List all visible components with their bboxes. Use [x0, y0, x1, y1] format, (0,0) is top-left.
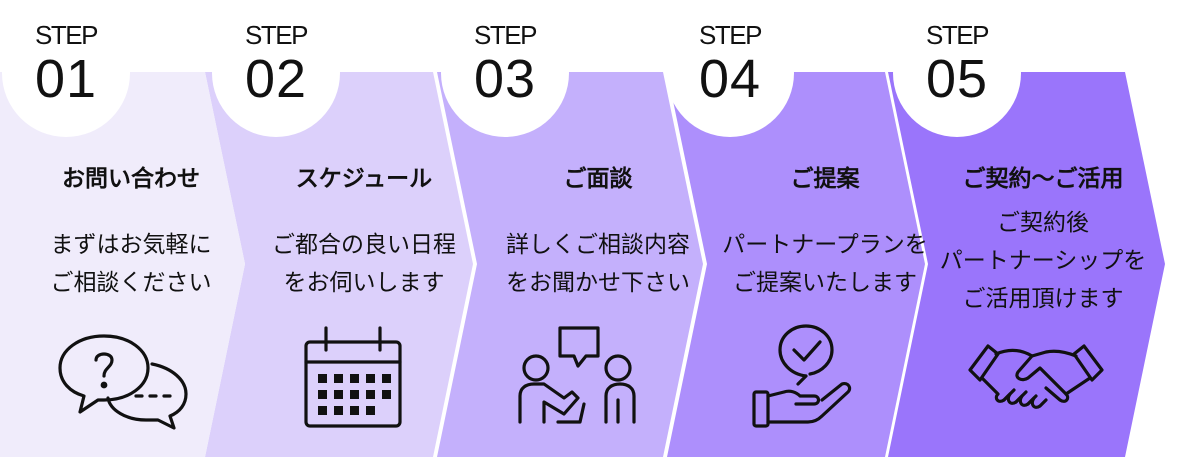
- step-description-line: ご活用頂けます: [962, 286, 1124, 312]
- step-badge-03: [441, 9, 569, 137]
- step-label: STEP: [245, 20, 308, 50]
- step-title: スケジュール: [295, 166, 433, 192]
- speech-bubbles-icon: [54, 330, 194, 434]
- step-description-line: ご都合の良い日程: [272, 232, 456, 258]
- step-title: ご面談: [563, 166, 633, 192]
- step-chevron-03: [437, 72, 703, 457]
- step-chevron-04: [667, 72, 925, 457]
- step-label: STEP: [926, 20, 989, 50]
- step-badge-02: [212, 9, 340, 137]
- step-badge-01: [2, 9, 130, 137]
- handshake-icon: [966, 332, 1106, 436]
- step-description-line: ご相談ください: [50, 270, 212, 296]
- step-number: 05: [925, 49, 989, 109]
- step-description-line: まずはお気軽に: [50, 232, 212, 258]
- step-description-line: ご提案いたします: [733, 270, 917, 296]
- meeting-icon: [514, 322, 644, 436]
- step-chevron-02: [205, 72, 473, 457]
- step-label: STEP: [35, 20, 98, 50]
- hand-check-icon: [748, 322, 858, 436]
- step-description-line: パートナーシップを: [939, 248, 1147, 274]
- step-number: 04: [698, 49, 762, 109]
- step-badge-04: [666, 9, 794, 137]
- step-description-line: をお聞かせ下さい: [506, 270, 690, 296]
- step-title: ご契約～ご活用: [962, 166, 1124, 192]
- step-title: ご提案: [790, 166, 860, 192]
- step-label: STEP: [699, 20, 762, 50]
- calendar-icon: [298, 322, 408, 436]
- step-number: 03: [473, 49, 537, 109]
- step-number: 01: [34, 49, 98, 109]
- step-label: STEP: [474, 20, 537, 50]
- step-description-line: ご契約後: [997, 210, 1089, 236]
- step-description-line: パートナープランを: [722, 232, 928, 258]
- step-title: お問い合わせ: [62, 166, 200, 192]
- step-number: 02: [244, 49, 308, 109]
- step-description-line: 詳しくご相談内容: [506, 232, 690, 258]
- step-description-line: をお伺いします: [283, 270, 445, 296]
- step-badge-05: [893, 9, 1021, 137]
